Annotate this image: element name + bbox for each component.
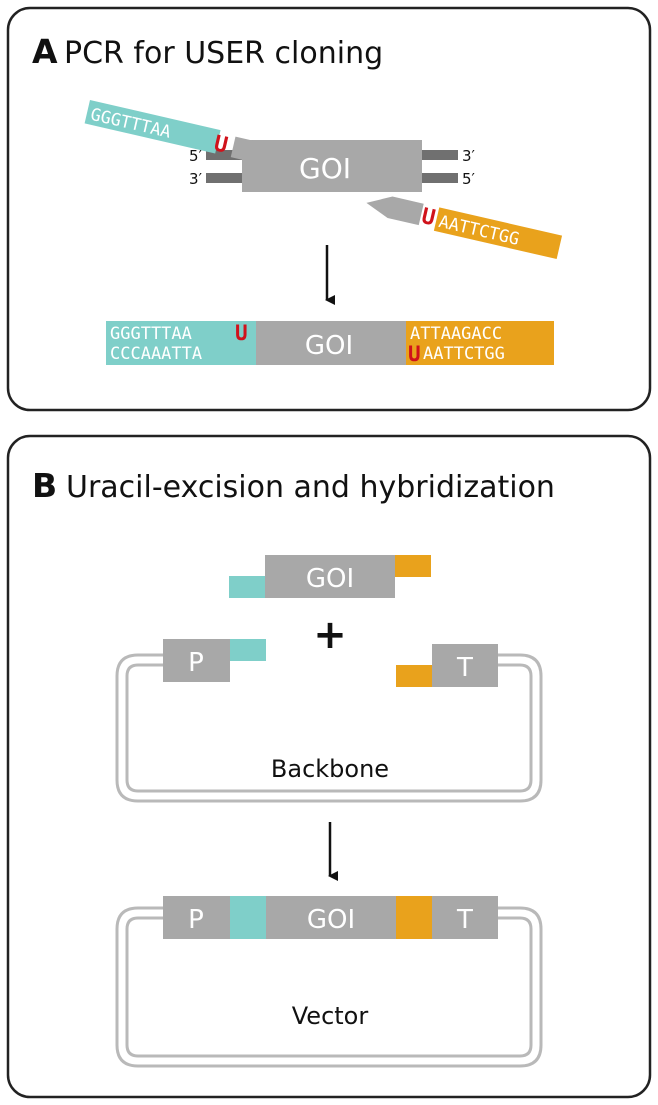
vector-right-overhang — [396, 896, 432, 939]
vector-gene-box — [266, 896, 396, 939]
vector-elements: P GOI T Vector — [163, 896, 498, 1030]
vector-outer-ring — [115, 906, 543, 1068]
vector-gene-label: GOI — [307, 905, 355, 935]
insert-left-overhang — [229, 576, 265, 598]
right-bottom-end: 5′ — [462, 170, 476, 188]
reverse-primer-tail — [433, 207, 563, 260]
product-right-uracil: U — [408, 342, 421, 366]
backbone-inner-ring — [125, 663, 533, 793]
product-right-tail — [406, 321, 554, 365]
template-right-strand-top — [422, 150, 458, 160]
product-left-uracil: U — [235, 321, 248, 345]
reverse-primer-arrow — [366, 196, 424, 226]
vector-label: Vector — [292, 1002, 369, 1030]
panel-b-title: Uracil-excision and hybridization — [66, 470, 555, 505]
insert-gene-box — [265, 555, 395, 598]
terminator-box — [432, 644, 498, 687]
template-left-strand-bottom — [206, 173, 242, 183]
gene-label: GOI — [299, 152, 351, 185]
panel-a — [6, 6, 652, 412]
promoter-label: P — [188, 648, 204, 678]
plus-sign: + — [313, 612, 347, 658]
template-right-strand-bottom — [422, 173, 458, 183]
product-left-tail — [106, 321, 256, 365]
forward-primer-uracil: U — [212, 131, 231, 158]
product-gene-box — [256, 321, 406, 365]
forward-primer-tail — [84, 100, 221, 154]
backbone-outer-ring — [115, 653, 543, 803]
product-right-top-sequence: ATTAAGACC — [410, 324, 502, 344]
panel-a-title: PCR for USER cloning — [64, 36, 383, 71]
promoter-box — [163, 639, 230, 682]
pcr-product: GGGTTTAA U CCCAAATTA GOI ATTAAGACC U AAT… — [106, 321, 554, 366]
vector-left-overhang — [230, 896, 266, 939]
backbone-label: Backbone — [271, 755, 389, 783]
vector-promoter-box — [163, 896, 230, 939]
panel-a-letter: A — [32, 32, 58, 71]
vector-inner-ring — [125, 916, 533, 1058]
reverse-primer-uracil: U — [419, 204, 438, 231]
product-left-bottom-sequence: CCCAAATTA — [110, 344, 202, 364]
template-left-strand-top — [206, 150, 242, 160]
panel-b-letter: B — [32, 466, 57, 505]
left-top-end: 5′ — [189, 147, 203, 165]
insert-right-overhang — [395, 555, 431, 577]
left-bottom-end: 3′ — [189, 170, 203, 188]
excised-insert: GOI — [229, 555, 431, 598]
vector-plasmid — [115, 906, 543, 1068]
insert-gene-label: GOI — [306, 564, 354, 594]
product-right-bottom-sequence: AATTCTGG — [423, 344, 505, 364]
promoter-overhang — [230, 639, 266, 661]
terminator-label: T — [456, 653, 473, 683]
terminator-overhang — [396, 665, 432, 687]
right-top-end: 3′ — [462, 147, 476, 165]
backbone-plasmid — [115, 653, 543, 803]
product-left-top-sequence: GGGTTTAA — [110, 324, 192, 344]
vector-terminator-label: T — [456, 905, 473, 935]
forward-primer-arrow — [230, 136, 288, 165]
product-gene-label: GOI — [305, 331, 353, 361]
vector-promoter-label: P — [188, 905, 204, 935]
vector-terminator-box — [432, 896, 498, 939]
backbone-elements: P T Backbone — [163, 639, 498, 783]
